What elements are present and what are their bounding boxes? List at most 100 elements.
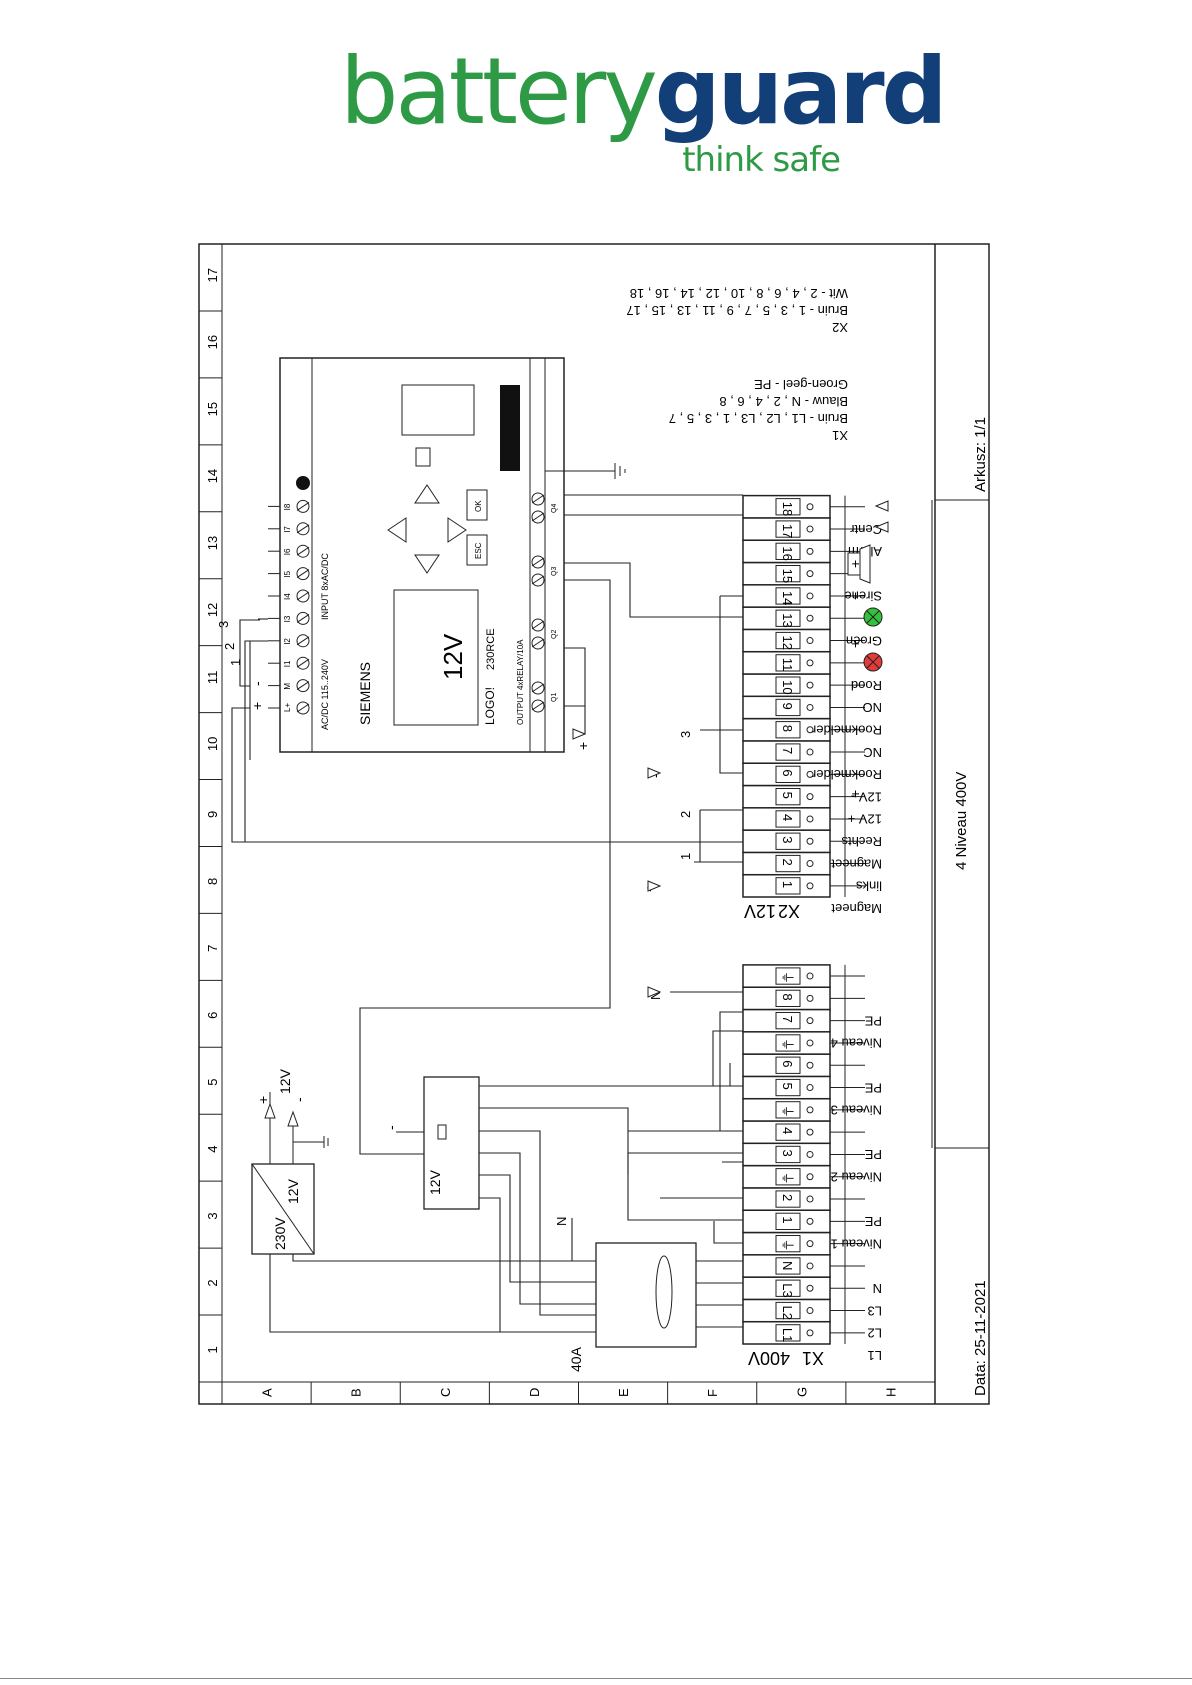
terminal-number-box (775, 810, 801, 828)
wire-path (479, 1197, 596, 1333)
terminal-screw-icon (806, 1017, 814, 1025)
terminal-label: 12V + (848, 812, 882, 827)
terminal-screw-icon (806, 793, 814, 801)
terminal-number-box (775, 631, 801, 650)
terminal-number: 6 (780, 1060, 795, 1067)
screw-slot (531, 512, 545, 522)
main-switch-40a: 40A (568, 1242, 697, 1372)
column-number: 15 (205, 402, 220, 416)
plc-input-label: M (283, 683, 292, 690)
plc-input-label: I3 (283, 615, 292, 622)
terminal-screw-icon (806, 1284, 814, 1292)
terminal-label: Sirene (844, 589, 882, 604)
plc-output-label: Q3 (551, 567, 558, 576)
terminal-number-box (775, 1056, 801, 1074)
plc-input-label: INPUT 8xAC/DC (320, 553, 330, 620)
logo-tagline: think safe (682, 140, 841, 180)
terminal-screw-icon (806, 614, 814, 622)
column-number: 17 (205, 268, 220, 282)
plc-output-label: OUTPUT 4xRELAY/10A (516, 639, 525, 725)
terminal-number-box (775, 520, 801, 538)
plc-input-label: I8 (283, 503, 292, 510)
terminal-arrow-icon (647, 880, 662, 892)
neutral-label: N (554, 1217, 569, 1226)
plc-display-text: 12V (438, 633, 468, 680)
column-number: 5 (205, 1079, 220, 1086)
terminal-number-box (775, 676, 801, 694)
plc-input-label: I2 (283, 638, 292, 645)
terminal-number-box (775, 788, 801, 806)
plc-output-label: Q2 (551, 630, 558, 639)
terminal-number: 4 (780, 1127, 795, 1134)
terminal-screw-icon (806, 1240, 814, 1248)
terminal-screw-icon (806, 1217, 814, 1225)
terminal-number: L3 (780, 1283, 795, 1297)
plc-input-label: I7 (283, 526, 292, 533)
column-number: 16 (205, 335, 220, 349)
terminal-screw-icon (806, 681, 814, 689)
logo-wordmark: batteryguard (340, 46, 947, 138)
plus-sign: + (575, 742, 591, 750)
legend-x2-title: X2 (832, 320, 848, 335)
terminal-number: ⏚ (780, 1105, 795, 1118)
wire-path (292, 1254, 596, 1262)
minus-sign: - (291, 1097, 307, 1102)
terminal-number: 3 (780, 836, 795, 843)
terminal-label: L3 (868, 1303, 882, 1318)
terminal-number: L1 (780, 1328, 795, 1342)
terminal-number-box (775, 1235, 801, 1253)
terminal-number: L2 (780, 1306, 795, 1320)
wire-path (571, 1218, 596, 1262)
terminal-screw-icon (806, 659, 814, 667)
terminal-screw-icon (806, 1061, 814, 1069)
terminal-number: ⏚ (780, 971, 795, 984)
minus-sign: - (383, 1125, 399, 1130)
legend-x2-white: Wit - 2 , 4 , 6 , 8 , 10 , 12 , 14 , 16 … (630, 286, 848, 301)
row-letter: A (260, 1388, 275, 1397)
plc-input-label: I4 (283, 593, 292, 600)
wire-path (244, 640, 268, 842)
plus-sign: + (847, 790, 863, 798)
plc-output-label: Q4 (551, 504, 558, 513)
terminal-number-box (775, 1101, 801, 1119)
plus-sign: + (249, 702, 265, 710)
terminal-number: N (780, 1261, 795, 1270)
screw-slot (296, 591, 310, 601)
wire-path (479, 1174, 596, 1283)
wire-number-1: 1 (678, 853, 693, 860)
wire-number-3: 3 (678, 731, 693, 738)
terminal-number: 2 (780, 859, 795, 866)
terminal-arrow-icon (647, 986, 662, 998)
terminal-label: NO (863, 700, 883, 715)
terminal-number: ⏚ (780, 1239, 795, 1252)
terminal-number: 11 (780, 658, 795, 672)
terminal-number: 8 (780, 993, 795, 1000)
power-supply-230v-12v: 230V 12V 12V (251, 1068, 329, 1255)
terminal-number: 17 (780, 524, 795, 538)
column-number: 12 (205, 603, 220, 617)
terminal-screw-icon (806, 503, 814, 511)
psu-rail-label: 12V (277, 1068, 293, 1094)
terminal-label: Niveau 4 (831, 1036, 882, 1051)
screw-slot (531, 494, 545, 504)
wire-path (231, 707, 743, 843)
terminal-label: Niveau 2 (831, 1169, 882, 1184)
terminal-label: links (855, 879, 882, 894)
column-number: 10 (205, 737, 220, 751)
plc-display (393, 589, 479, 726)
terminal-screw-icon (806, 1106, 814, 1114)
terminal-number-box (775, 498, 801, 516)
legend-x1-title: X1 (832, 428, 848, 443)
terminal-number: 10 (780, 680, 795, 694)
legend-x2-brown: Bruin - 1 , 3 , 5 , 7 , 9 , 11 , 13 , 15… (626, 303, 848, 318)
terminal-screw-icon (806, 1173, 814, 1181)
terminal-number-box (775, 765, 801, 784)
wire-path (479, 1130, 596, 1316)
plc-ok-text: OK (474, 500, 483, 512)
row-letter: H (883, 1388, 898, 1397)
wire-number-2: 2 (678, 811, 693, 818)
plc-input-label: L+ (283, 703, 292, 712)
terminal-screw-icon (806, 882, 814, 890)
terminal-number-box (775, 1301, 801, 1320)
